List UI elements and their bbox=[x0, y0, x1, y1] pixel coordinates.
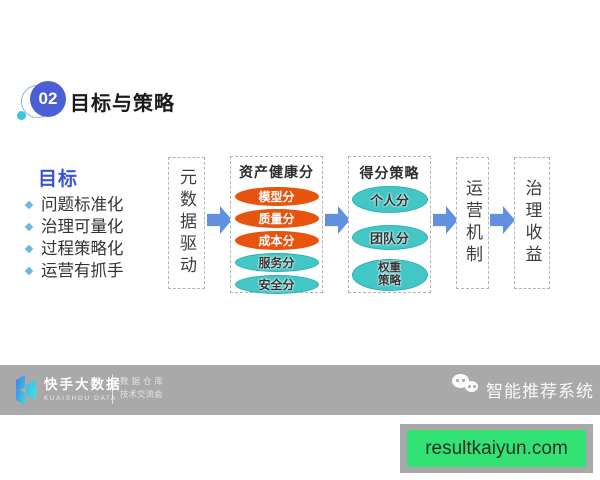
score-oval: 服务分 bbox=[234, 253, 319, 272]
flow-arrow-icon bbox=[207, 206, 232, 234]
decorative-dot bbox=[17, 111, 26, 120]
brand-block: 快手大数据 KUAISHOU DATA bbox=[44, 373, 122, 402]
flow-box-title: 得分策略 bbox=[359, 165, 420, 181]
score-oval: 模型分 bbox=[234, 187, 319, 206]
footer-band: 快手大数据 KUAISHOU DATA 数据仓库 技术交流会 智能推荐系统 bbox=[0, 365, 600, 415]
wechat-icon bbox=[452, 372, 482, 398]
flow-box-asset-health-score: 资产健康分 模型分 质量分 成本分 服务分 安全分 bbox=[230, 156, 323, 294]
goal-item-label: 过程策略化 bbox=[41, 240, 124, 258]
list-item: 运营有抓手 bbox=[24, 260, 124, 282]
score-oval: 成本分 bbox=[234, 231, 319, 250]
url-link[interactable]: resultkaiyun.com bbox=[407, 430, 586, 467]
url-overlay: resultkaiyun.com bbox=[400, 424, 593, 473]
score-oval: 质量分 bbox=[234, 209, 319, 228]
watermark-label: 智能推荐系统 bbox=[486, 382, 594, 401]
diamond-bullet-icon bbox=[24, 222, 34, 232]
flow-box-title: 资产健康分 bbox=[239, 164, 314, 180]
flow-box-scoring-strategy: 得分策略 个人分 团队分 权重 策略 bbox=[348, 156, 431, 293]
health-score-ovals: 模型分 质量分 成本分 服务分 安全分 bbox=[234, 187, 319, 294]
flow-box-label: 元数据驱动 bbox=[177, 168, 196, 278]
flow-box-label: 运营机制 bbox=[463, 179, 482, 267]
score-oval: 安全分 bbox=[234, 275, 319, 294]
goal-item-label: 运营有抓手 bbox=[41, 262, 124, 280]
goal-item-label: 问题标准化 bbox=[41, 196, 124, 214]
wechat-bubble-large bbox=[452, 374, 469, 388]
flow-box-operation-mechanism: 运营机制 bbox=[456, 157, 489, 289]
section-number-badge: 02 bbox=[30, 81, 66, 117]
score-oval: 权重 策略 bbox=[351, 259, 428, 291]
diamond-bullet-icon bbox=[24, 266, 34, 276]
score-oval: 团队分 bbox=[351, 225, 428, 250]
flow-arrow-icon bbox=[433, 206, 458, 234]
wechat-bubble-small bbox=[465, 381, 478, 392]
brand-tagline: 数据仓库 bbox=[120, 376, 167, 386]
list-item: 问题标准化 bbox=[24, 194, 124, 216]
flow-box-governance-benefit: 治理收益 bbox=[514, 157, 550, 289]
kuaishou-logo-icon bbox=[16, 375, 36, 405]
list-item: 治理可量化 bbox=[24, 216, 124, 238]
list-item: 过程策略化 bbox=[24, 238, 124, 260]
flow-box-metadata-driven: 元数据驱动 bbox=[168, 157, 205, 289]
score-oval: 个人分 bbox=[351, 186, 428, 213]
goal-list: 问题标准化 治理可量化 过程策略化 运营有抓手 bbox=[24, 194, 124, 282]
brand-taglines: 数据仓库 技术交流会 bbox=[120, 375, 166, 401]
brand-tagline: 技术交流会 bbox=[120, 389, 163, 399]
flow-arrow-icon bbox=[325, 206, 350, 234]
goal-heading: 目标 bbox=[38, 169, 79, 190]
strategy-ovals: 个人分 团队分 权重 策略 bbox=[351, 183, 428, 291]
divider bbox=[112, 374, 113, 404]
page-title: 目标与策略 bbox=[70, 93, 175, 115]
brand-name: 快手大数据 bbox=[44, 377, 122, 392]
flow-box-label: 治理收益 bbox=[522, 179, 542, 267]
brand-name-en: KUAISHOU DATA bbox=[44, 395, 117, 402]
flow-arrow-icon bbox=[490, 206, 515, 234]
diamond-bullet-icon bbox=[24, 244, 34, 254]
diamond-bullet-icon bbox=[24, 200, 34, 210]
goal-item-label: 治理可量化 bbox=[41, 218, 124, 236]
